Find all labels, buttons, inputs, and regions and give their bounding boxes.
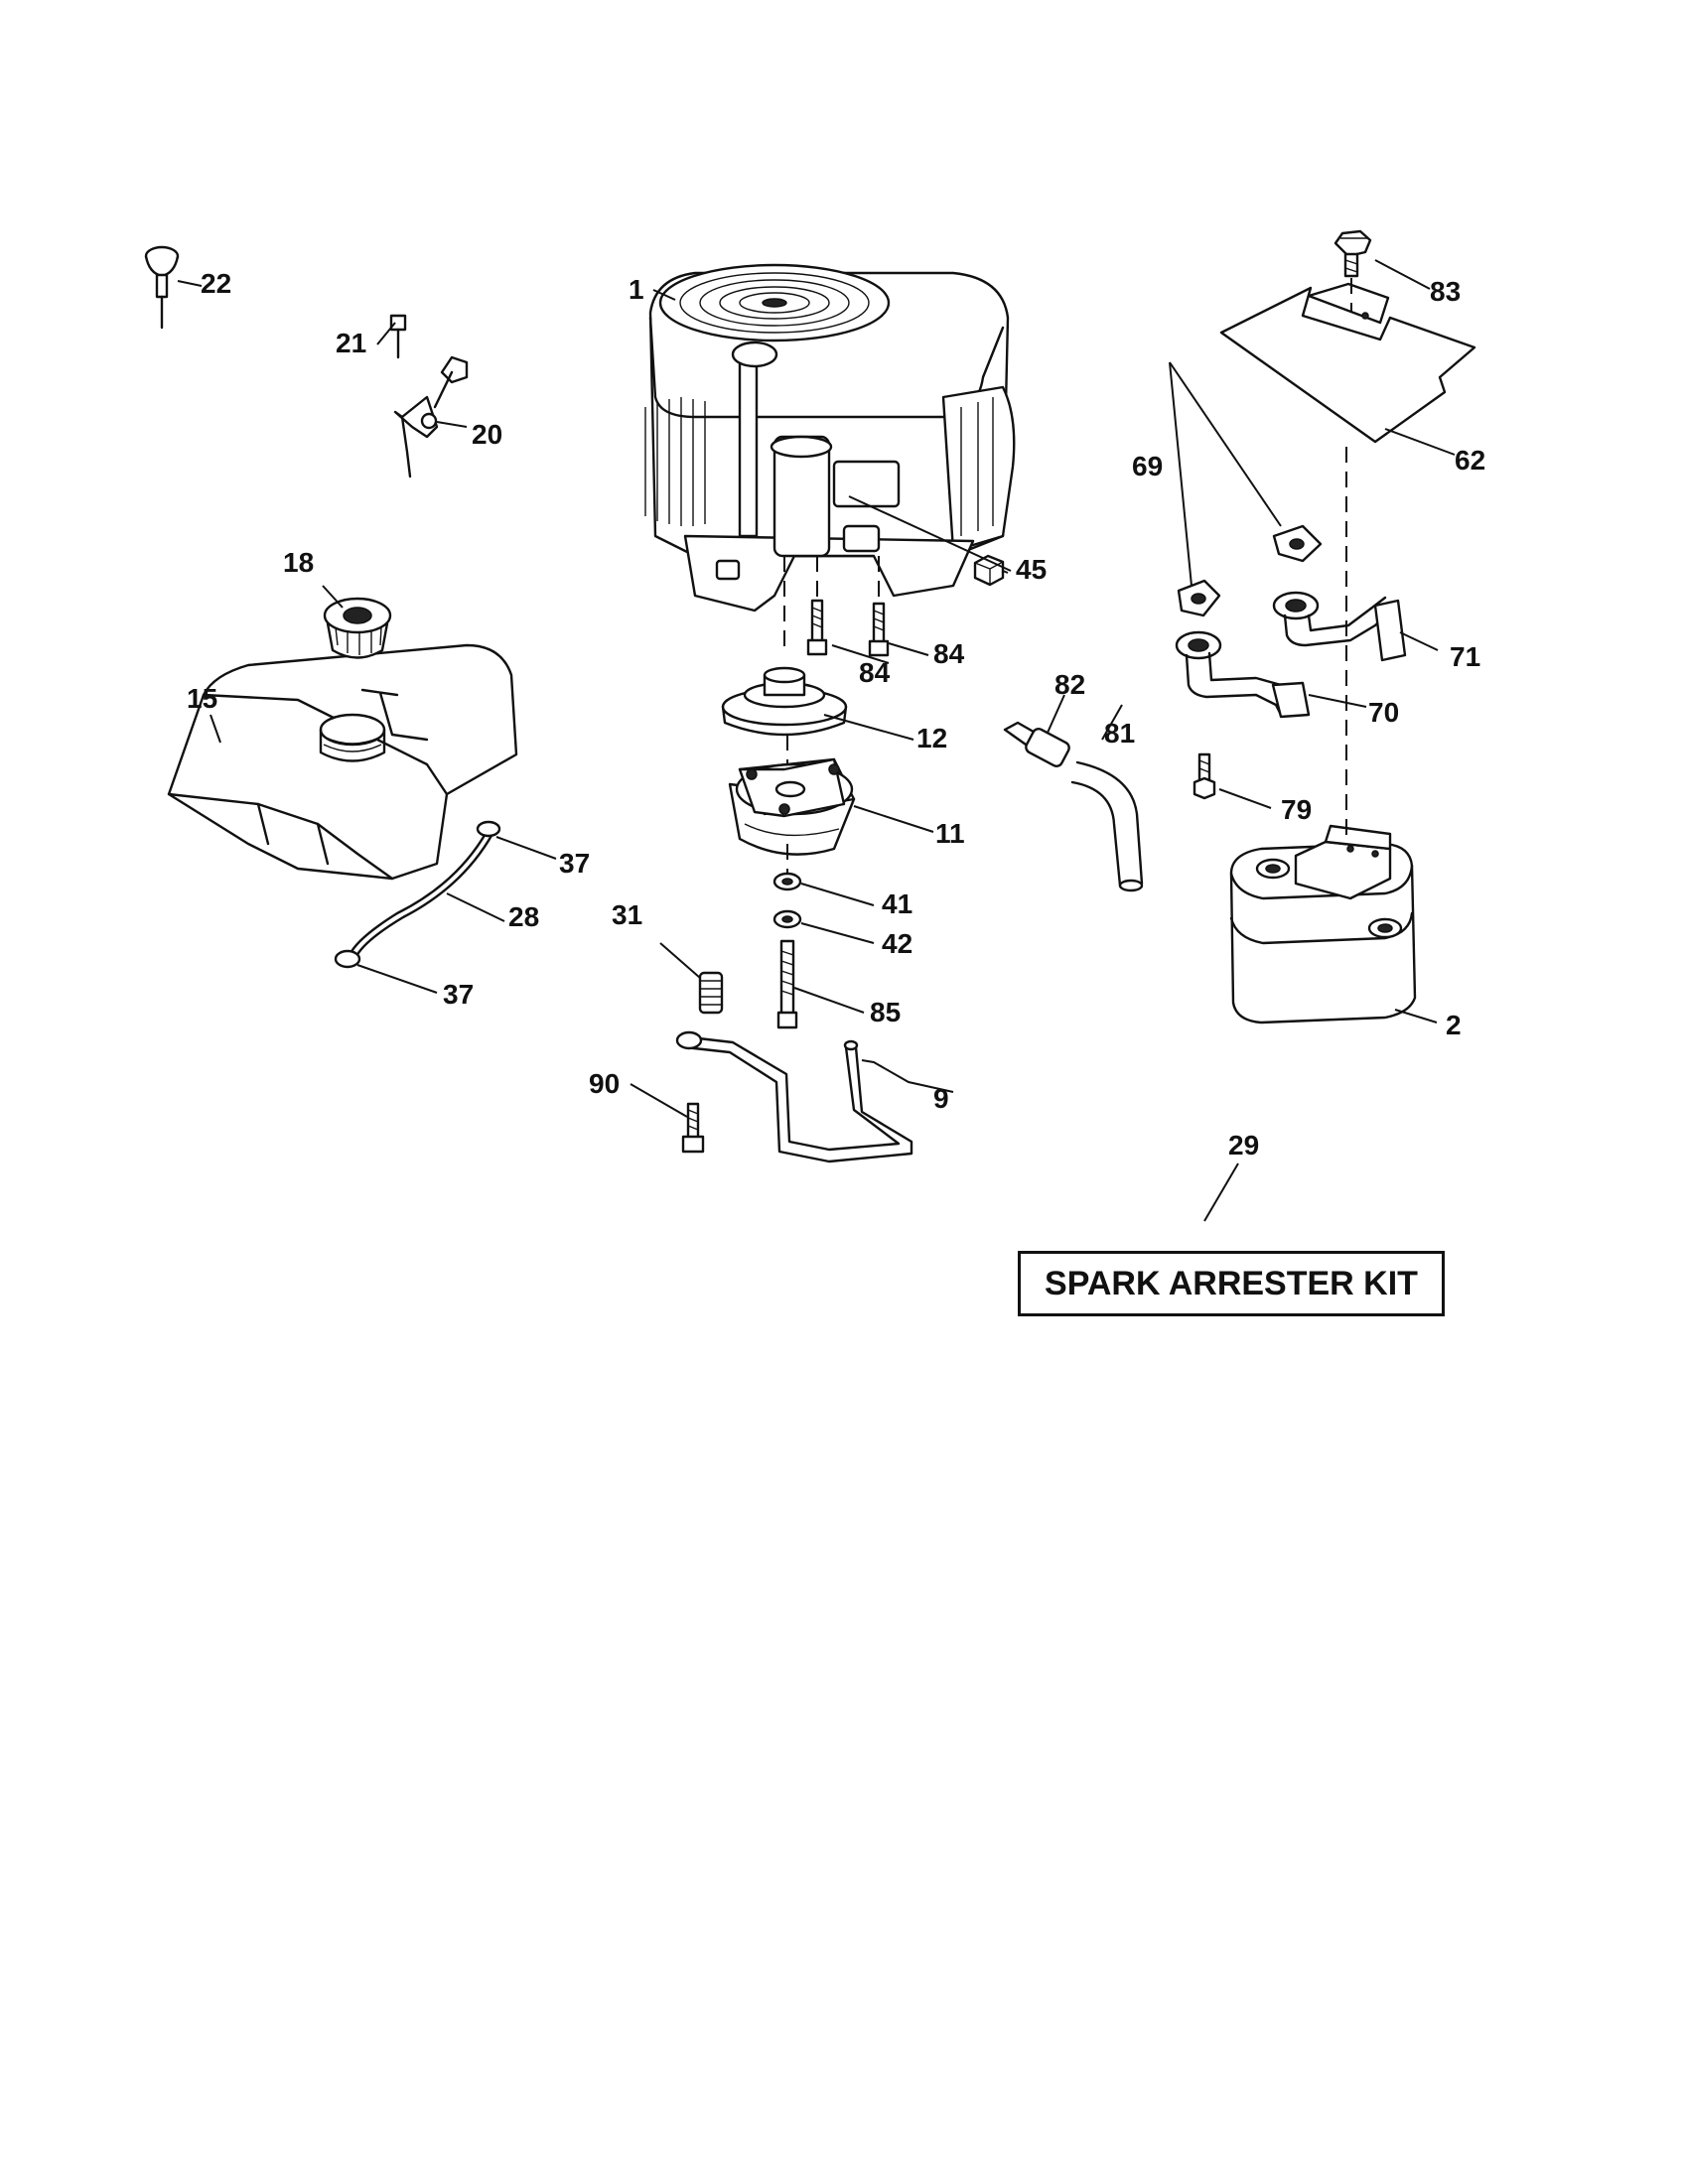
clutch-11 — [728, 757, 856, 856]
callout-37-bottom: 37 — [443, 979, 475, 1010]
callout-84-right: 84 — [933, 638, 965, 669]
fitting-31 — [698, 971, 724, 1015]
fuel-line — [334, 820, 501, 969]
drain-fitting-and-hose — [1003, 721, 1144, 892]
callout-81: 81 — [1104, 718, 1136, 749]
callout-20: 20 — [472, 419, 503, 450]
callout-62: 62 — [1455, 445, 1486, 476]
screw-79 — [1193, 752, 1216, 800]
callout-90: 90 — [589, 1068, 621, 1099]
washers-and-bolt — [772, 872, 802, 1029]
leader-lines — [177, 259, 1456, 1222]
bolts-84 — [806, 599, 890, 657]
fuel-tank — [167, 643, 518, 881]
callout-18: 18 — [283, 547, 315, 578]
callout-69: 69 — [1132, 451, 1164, 481]
alignment-lines — [783, 278, 1352, 874]
callout-1: 1 — [629, 274, 644, 305]
callout-9: 9 — [933, 1083, 949, 1114]
callout-83: 83 — [1430, 276, 1462, 307]
callout-2: 2 — [1446, 1010, 1462, 1040]
bolt-22 — [144, 245, 180, 330]
callout-79: 79 — [1281, 794, 1313, 825]
callout-21: 21 — [336, 328, 367, 358]
callout-85: 85 — [870, 997, 902, 1027]
callout-45: 45 — [1016, 554, 1048, 585]
callout-84-left: 84 — [859, 657, 891, 688]
callout-12: 12 — [916, 723, 948, 753]
engine-assembly — [644, 263, 1016, 613]
callout-37-top: 37 — [559, 848, 591, 879]
callout-41: 41 — [882, 888, 913, 919]
callout-11: 11 — [935, 818, 965, 849]
callout-42: 42 — [882, 928, 913, 959]
callout-15: 15 — [187, 683, 218, 714]
fuel-cap — [323, 597, 392, 659]
muffler-2 — [1229, 824, 1417, 1024]
gaskets-69 — [1177, 524, 1323, 617]
callout-28: 28 — [508, 901, 540, 932]
pulley-12 — [721, 666, 848, 737]
bracket-9 — [675, 1030, 913, 1163]
spark-arrester-kit-box: SPARK ARRESTER KIT — [1018, 1251, 1445, 1316]
bolt-90 — [681, 1102, 705, 1154]
callout-31: 31 — [612, 899, 643, 930]
heat-shield-62 — [1219, 282, 1476, 444]
callout-71: 71 — [1450, 641, 1481, 672]
spark-arrester-kit-label: SPARK ARRESTER KIT — [1045, 1264, 1418, 1302]
callout-82: 82 — [1054, 669, 1086, 700]
throttle-control — [389, 314, 469, 478]
screw-83 — [1333, 229, 1372, 278]
callout-22: 22 — [201, 268, 232, 299]
callout-29: 29 — [1228, 1130, 1260, 1160]
callout-70: 70 — [1368, 697, 1400, 728]
exhaust-pipes — [1175, 591, 1407, 719]
